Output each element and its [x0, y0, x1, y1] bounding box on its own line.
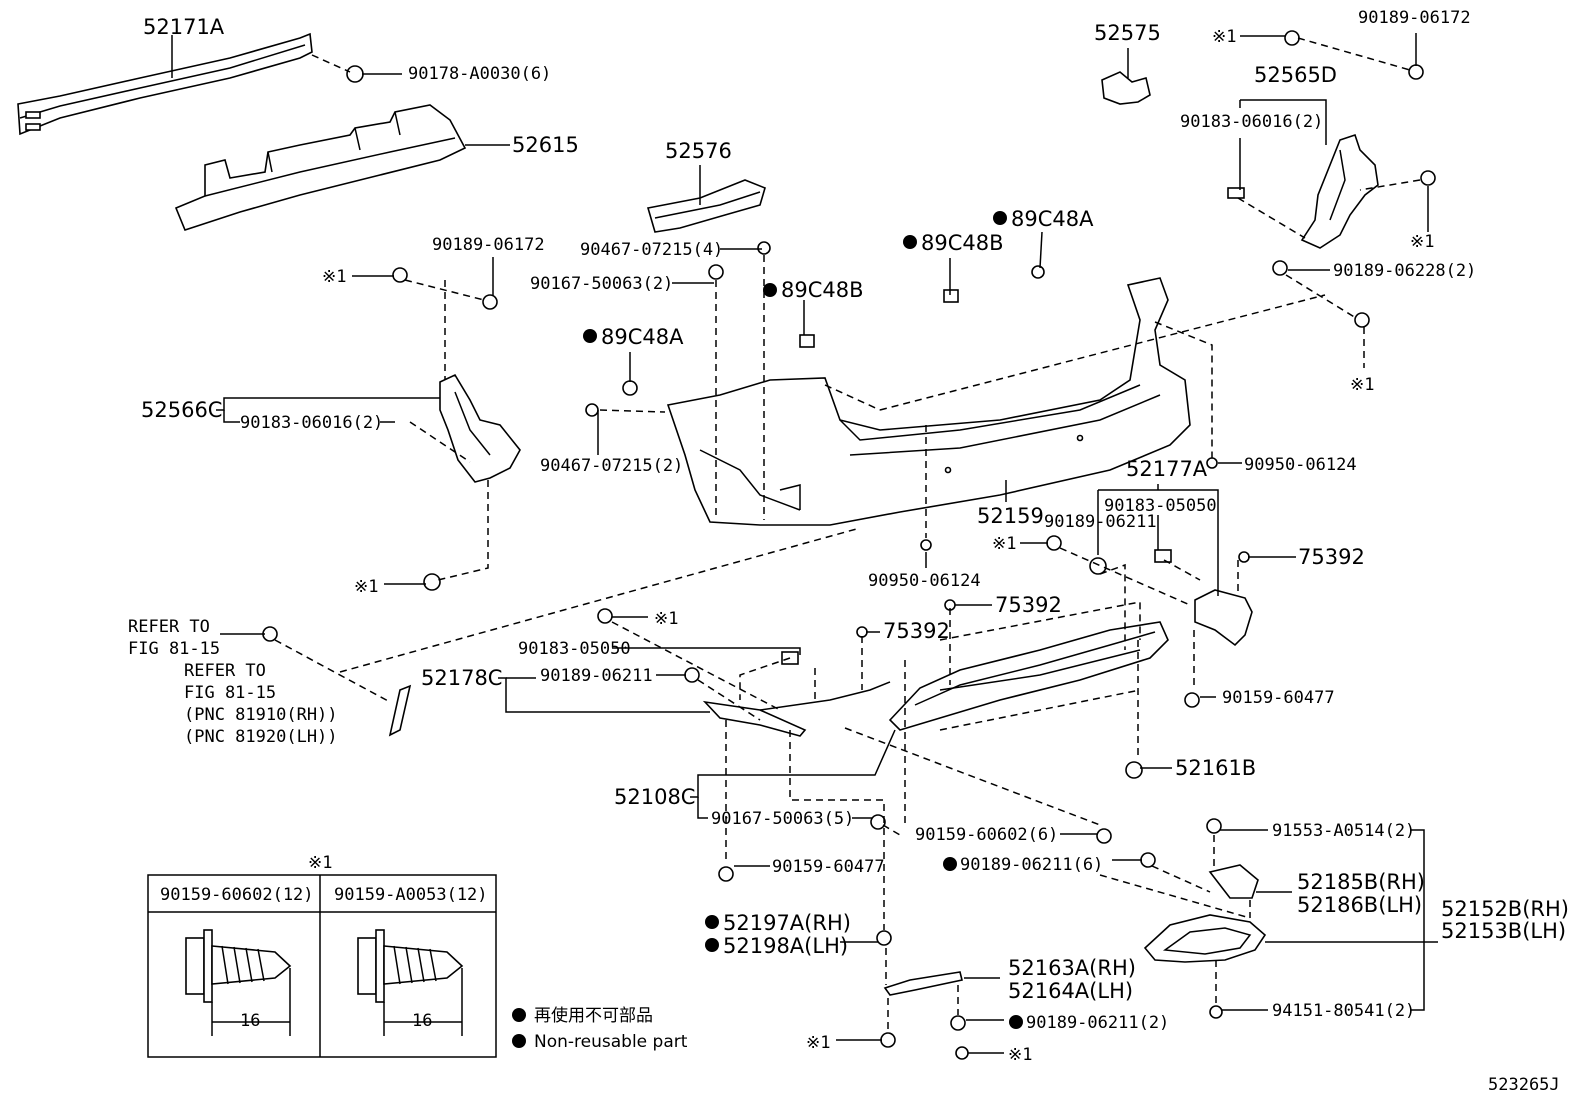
label-90167-50063-5: 90167-50063(5) [711, 809, 854, 829]
exhaust-finisher-52152B [1143, 914, 1267, 963]
mark-ref-3: ※1 [1350, 375, 1374, 395]
dim-label-2: 16 [412, 1011, 432, 1031]
mark-ref-2: ※1 [1410, 232, 1434, 252]
reinforcement-bar-52171A [17, 32, 313, 136]
label-52198A: 52198A(LH) [723, 934, 848, 958]
label-89C48B-left: 89C48B [781, 278, 864, 302]
label-52161B: 52161B [1175, 756, 1256, 780]
label-52171A: 52171A [143, 15, 225, 39]
mark-ref-9: ※1 [1008, 1045, 1032, 1065]
note-fig-2: FIG 81-15 [184, 683, 276, 703]
inset-col-1: 90159-60602(12) [160, 885, 314, 905]
label-52164A: 52164A(LH) [1008, 979, 1133, 1003]
side-bracket-52565D [1300, 133, 1379, 249]
mark-ref-7: ※1 [654, 609, 678, 629]
label-75392-center: 75392 [995, 593, 1062, 617]
label-52615: 52615 [512, 133, 579, 157]
label-90950-06124-center: 90950-06124 [868, 571, 981, 591]
label-75392-left: 75392 [883, 619, 950, 643]
label-52575: 52575 [1094, 21, 1161, 45]
label-90189-06228: 90189-06228(2) [1333, 261, 1476, 281]
label-52565D: 52565D [1254, 63, 1337, 87]
legend: 再使用不可部品 Non-reusable part [512, 1005, 688, 1052]
note-fig-1: FIG 81-15 [128, 639, 220, 659]
label-52186B: 52186B(LH) [1297, 893, 1422, 917]
label-90183-06016-left: 90183-06016(2) [240, 413, 383, 433]
label-52177A: 52177A [1126, 457, 1208, 481]
fastener-clips [262, 30, 1436, 1060]
inset-title: ※1 [308, 853, 332, 873]
label-90183-05050-left: 90183-05050 [518, 639, 631, 659]
bracket-52575 [1101, 71, 1151, 105]
label-90183-05050-right: 90183-05050 [1104, 496, 1217, 516]
note-refer-to-2: REFER TO [184, 661, 266, 681]
note-pnc-rh: (PNC 81910(RH)) [184, 705, 338, 725]
label-90189-06211-6: 90189-06211(6) [960, 855, 1103, 875]
legend-japanese: 再使用不可部品 [534, 1005, 653, 1026]
inset-col-2: 90159-A0053(12) [334, 885, 488, 905]
label-90159-60477-left: 90159-60477 [772, 857, 885, 877]
label-52566C: 52566C [141, 398, 222, 422]
finisher-bracket-52185B [1208, 864, 1259, 899]
label-75392-right: 75392 [1298, 545, 1365, 569]
label-90189-06172-left: 90189-06172 [432, 235, 545, 255]
note-refer-to-1: REFER TO [128, 617, 210, 637]
label-52178C: 52178C [421, 666, 502, 690]
side-bracket-52566C [439, 373, 521, 483]
label-90950-06124-right: 90950-06124 [1244, 455, 1357, 475]
bracket-52576 [646, 179, 766, 233]
label-90159-60477-right: 90159-60477 [1222, 688, 1335, 708]
label-90159-60602-6: 90159-60602(6) [915, 825, 1058, 845]
mark-ref-6: ※1 [992, 534, 1016, 554]
label-90183-06016-right: 90183-06016(2) [1180, 112, 1323, 132]
side-bracket-52177A [1194, 589, 1253, 647]
absorber-52615 [174, 104, 467, 231]
mark-ref-1: ※1 [1212, 27, 1236, 47]
label-89C48B-right: 89C48B [921, 231, 1004, 255]
drawing-code: 523265J [1488, 1075, 1560, 1095]
side-trim-52178C [702, 681, 891, 737]
bolt-inset-table: ※1 90159-60602(12) 90159-A0053(12) 16 16 [147, 853, 497, 1058]
note-pnc-lh: (PNC 81920(LH)) [184, 727, 338, 747]
non-reusable-markers [583, 211, 1023, 1029]
bumper-cover-52159 [666, 277, 1191, 526]
mark-ref-4: ※1 [322, 267, 346, 287]
label-90467-07215-4: 90467-07215(4) [580, 240, 723, 260]
legend-non-reusable: Non-reusable part [534, 1032, 688, 1052]
mark-ref-5: ※1 [354, 577, 378, 597]
bolt-drawing-1: 16 [185, 929, 292, 1036]
dim-label-1: 16 [240, 1011, 260, 1031]
plate-52163A [883, 971, 963, 996]
label-89C48A-left: 89C48A [601, 325, 684, 349]
label-89C48A-right: 89C48A [1011, 207, 1094, 231]
label-90189-06211-right: 90189-06211 [1044, 512, 1157, 532]
label-90178-A0030: 90178-A0030(6) [408, 64, 551, 84]
mark-ref-8: ※1 [806, 1033, 830, 1053]
label-52185B: 52185B(RH) [1297, 870, 1425, 894]
label-91553-A0514: 91553-A0514(2) [1272, 821, 1415, 841]
part-number-labels: 52171A 90178-A0030(6) 52615 52576 90467-… [128, 8, 1569, 1095]
label-90167-50063-2: 90167-50063(2) [530, 274, 673, 294]
reflector-lamp [388, 684, 412, 737]
label-52576: 52576 [665, 139, 732, 163]
leader-lines [171, 33, 1438, 1054]
label-52197A: 52197A(RH) [723, 911, 851, 935]
label-52163A: 52163A(RH) [1008, 956, 1136, 980]
label-90189-06172-right: 90189-06172 [1358, 8, 1471, 28]
label-94151-80541: 94151-80541(2) [1272, 1001, 1415, 1021]
label-90467-07215-2: 90467-07215(2) [540, 456, 683, 476]
label-52153B: 52153B(LH) [1441, 919, 1566, 943]
label-90189-06211-2: 90189-06211(2) [1026, 1013, 1169, 1033]
label-52152B: 52152B(RH) [1441, 897, 1569, 921]
label-90189-06211-left: 90189-06211 [540, 666, 653, 686]
bolt-drawing-2: 16 [357, 929, 464, 1036]
lower-diffuser-52108C [888, 621, 1169, 731]
label-52159: 52159 [977, 504, 1044, 528]
label-52108C: 52108C [614, 785, 695, 809]
